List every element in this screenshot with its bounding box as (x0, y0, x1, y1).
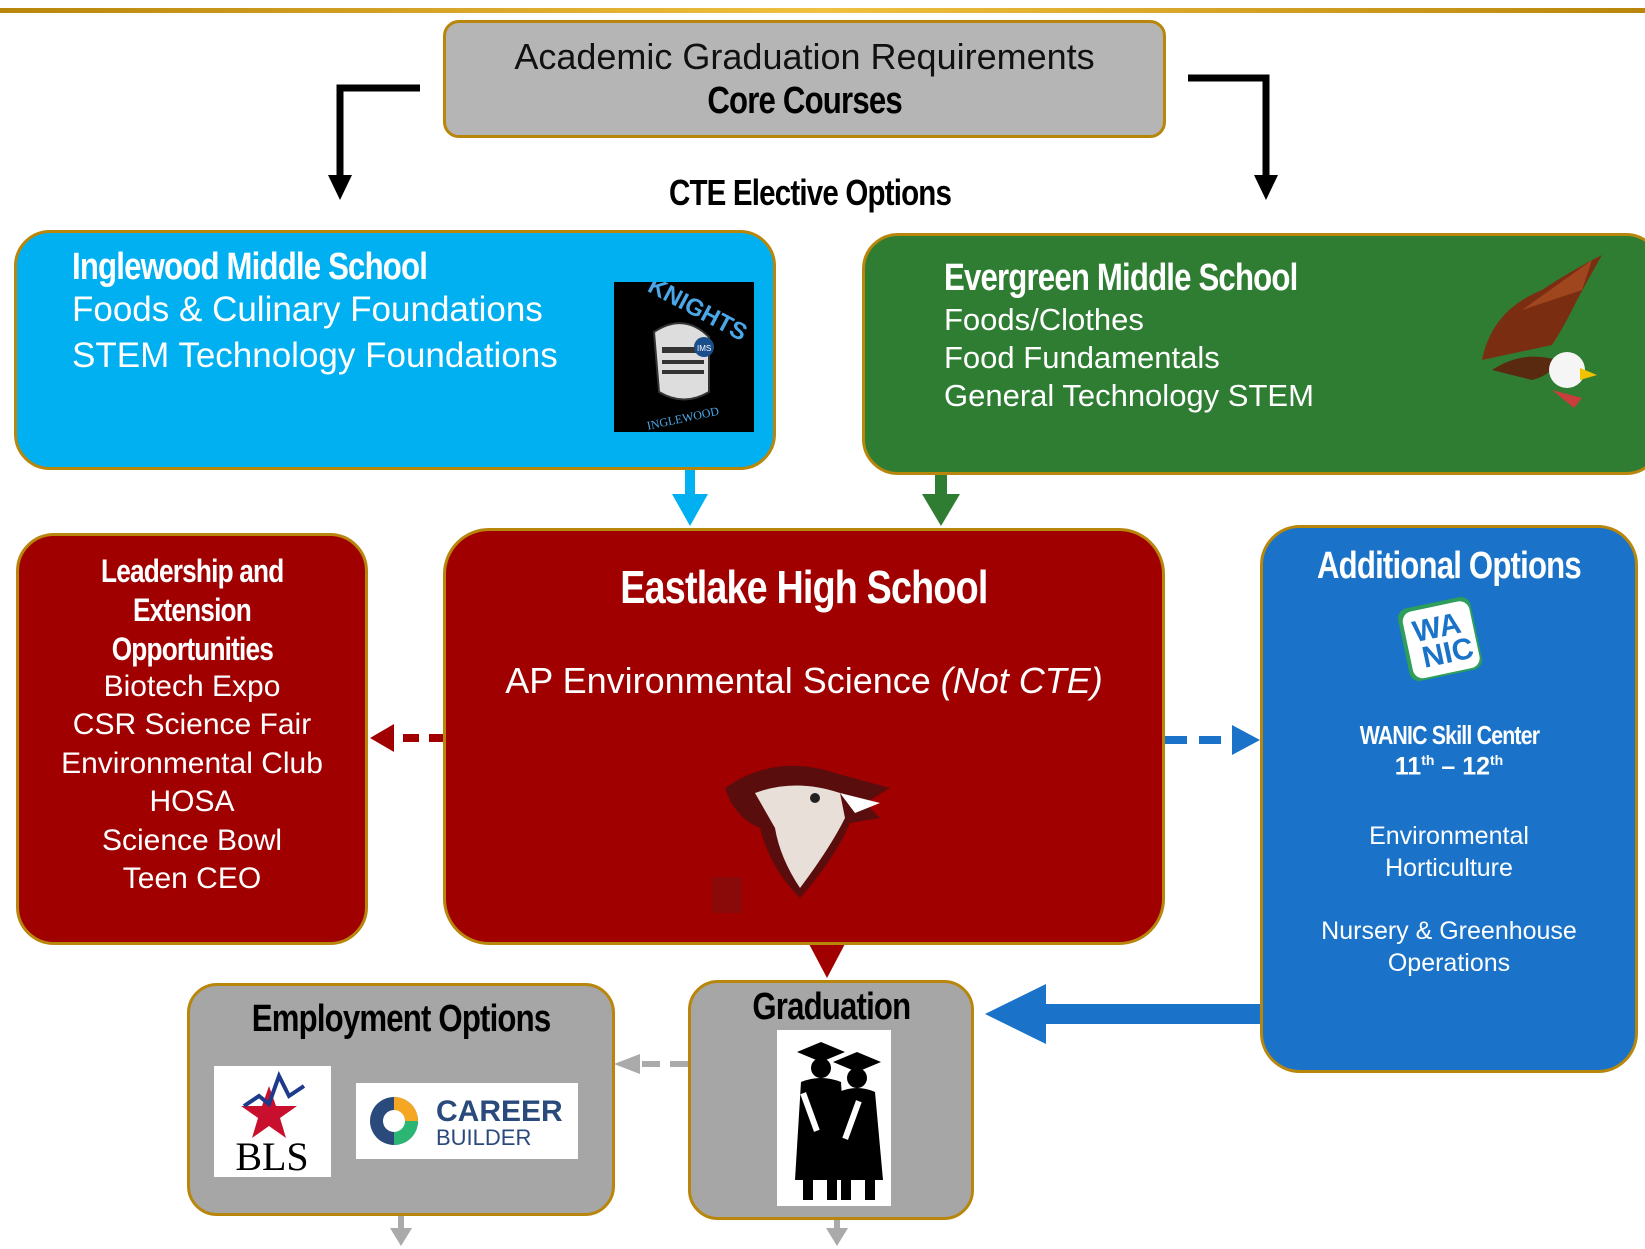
leadership-item: CSR Science Fair (72, 708, 312, 741)
knights-logo: KNIGHTS IMS INGLEWOOD (614, 282, 754, 432)
knights-logo-subtext: INGLEWOOD (646, 404, 721, 432)
top-rule (0, 8, 1645, 13)
wanic-program-line: Environmental (1369, 822, 1529, 850)
employment-title: Employment Options (251, 998, 551, 1040)
eastlake-name: Eastlake High School (620, 561, 988, 613)
leadership-title-1: Leadership and (100, 553, 284, 589)
careerbuilder-logo: CAREER BUILDER (356, 1083, 578, 1159)
core-requirements-box (443, 20, 1166, 138)
inglewood-course-1: Foods & Culinary Foundations (72, 290, 543, 329)
leadership-item: Biotech Expo (103, 670, 281, 703)
wanic-program-line: Horticulture (1385, 854, 1513, 882)
evergreen-name: Evergreen Middle School (944, 257, 1298, 299)
leadership-title-2: Extension (132, 592, 252, 628)
leadership-title-3: Opportunities (111, 631, 273, 667)
eagle-logo (1462, 250, 1612, 415)
wanic-logo: WA NIC (1385, 592, 1495, 692)
leadership-item: HOSA (149, 785, 235, 818)
leadership-item: Environmental Club (61, 747, 323, 780)
inglewood-name: Inglewood Middle School (72, 246, 428, 288)
graduates-image (777, 1030, 891, 1206)
eastlake-course: AP Environmental Science (Not CTE) (505, 660, 1103, 701)
bls-logo: BLS (214, 1066, 331, 1179)
careerbuilder-line2: BUILDER (436, 1125, 531, 1150)
eastlake-small-square (712, 877, 742, 913)
wanic-grades: 11th – 12th (1394, 752, 1504, 781)
bls-logo-text: BLS (235, 1134, 308, 1177)
wanic-center-name: WANIC Skill Center (1359, 720, 1539, 750)
leadership-item: Science Bowl (101, 824, 283, 857)
evergreen-course-2: Food Fundamentals (944, 340, 1220, 375)
header-title: Academic Graduation Requirements (514, 36, 1095, 77)
header-core-courses: Core Courses (707, 80, 902, 122)
evergreen-course-3: General Technology STEM (944, 378, 1314, 413)
cte-elective-heading: CTE Elective Options (668, 172, 952, 213)
evergreen-course-1: Foods/Clothes (944, 302, 1144, 337)
graduation-title: Graduation (751, 986, 911, 1028)
knights-logo-badge: IMS (697, 344, 711, 353)
leadership-box (16, 533, 368, 945)
careerbuilder-line1: CAREER (436, 1095, 563, 1128)
wolf-logo (715, 748, 895, 898)
additional-title: Additional Options (1317, 545, 1582, 587)
leadership-item: Teen CEO (122, 862, 262, 895)
evergreen-box (862, 233, 1645, 475)
wanic-program-line: Nursery & Greenhouse (1321, 917, 1577, 945)
inglewood-course-2: STEM Technology Foundations (72, 336, 558, 375)
wanic-program-line: Operations (1387, 949, 1511, 977)
